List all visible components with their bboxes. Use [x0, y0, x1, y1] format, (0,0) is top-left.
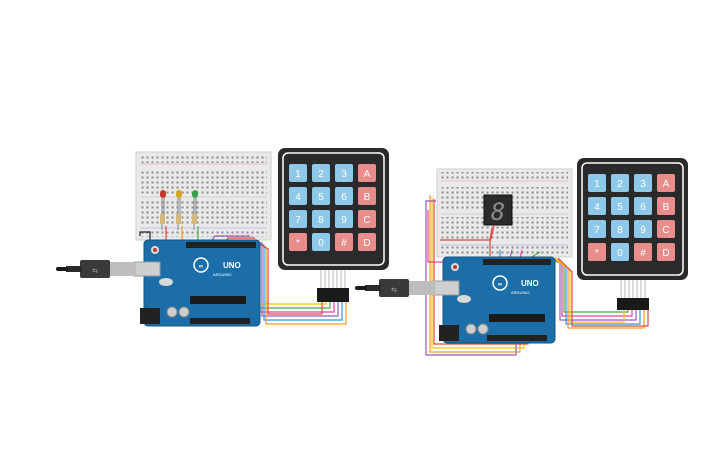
keypad-key-label: A	[364, 169, 371, 180]
keypad-key-label: B	[663, 202, 670, 213]
usb-cable-1[interactable]: ⇆	[56, 260, 161, 278]
keypad-1[interactable]: 1 2 3 A 4 5 6 B 7 8 9 C * 0 # D	[278, 148, 389, 302]
board-brand-text-1: ARDUINO	[213, 272, 231, 277]
keypad-key[interactable]	[289, 164, 307, 182]
keypad-key-label: #	[341, 238, 347, 249]
keypad-key-label: 6	[640, 202, 646, 213]
keypad-key-label: 6	[341, 192, 347, 203]
keypad-key[interactable]	[335, 210, 353, 228]
usb-cable-2[interactable]: ⇆	[355, 279, 460, 297]
keypad-key[interactable]	[312, 187, 330, 205]
wires-2[interactable]	[425, 195, 649, 356]
seven-segment-display[interactable]: 8	[483, 194, 513, 226]
circuit-1: ∞ UNO ARDUINO ⇆ 1 2 3 A 4 5 6 B 7 8 9 C * 0 # D	[56, 148, 389, 327]
keypad-key[interactable]	[588, 197, 606, 215]
keypad-key[interactable]	[335, 164, 353, 182]
keypad-key-label: C	[363, 215, 370, 226]
keypad-2[interactable]: 1 2 3 A 4 5 6 B 7 8 9 C * 0 # D	[577, 158, 688, 310]
keypad-key-label: 2	[318, 169, 324, 180]
keypad-key[interactable]	[611, 220, 629, 238]
keypad-key[interactable]	[657, 174, 675, 192]
keypad-key[interactable]	[358, 210, 376, 228]
arduino-uno-2[interactable]: ∞ UNO ARDUINO	[439, 256, 556, 344]
keypad-key-label: C	[662, 225, 669, 236]
keypad-key[interactable]	[657, 220, 675, 238]
keypad-key-label: 1	[594, 179, 600, 190]
keypad-key[interactable]	[657, 243, 675, 261]
keypad-key[interactable]	[588, 174, 606, 192]
keypad-key-label: D	[662, 248, 669, 259]
keypad-key[interactable]	[634, 243, 652, 261]
keypad-key[interactable]	[312, 233, 330, 251]
keypad-key[interactable]	[358, 187, 376, 205]
board-brand-text-2: ARDUINO	[511, 290, 529, 295]
keypad-key[interactable]	[611, 243, 629, 261]
circuit-2: 8	[355, 158, 688, 356]
keypad-key-label: 8	[617, 225, 623, 236]
keypad-key[interactable]	[588, 243, 606, 261]
keypad-key-label: D	[363, 238, 370, 249]
keypad-key-label: 3	[341, 169, 347, 180]
keypad-key[interactable]	[289, 233, 307, 251]
keypad-key-label: *	[595, 248, 599, 259]
keypad-key-label: #	[640, 248, 646, 259]
keypad-key-label: 9	[640, 225, 646, 236]
seven-segment-digit: 8	[491, 198, 505, 226]
keypad-key-label: B	[364, 192, 371, 203]
board-logo-text-2: UNO	[521, 279, 539, 288]
keypad-key-label: 7	[295, 215, 301, 226]
keypad-key[interactable]	[335, 187, 353, 205]
keypad-key-label: 1	[295, 169, 301, 180]
svg-text:∞: ∞	[199, 264, 203, 270]
keypad-key[interactable]	[657, 197, 675, 215]
keypad-key-label: 0	[318, 238, 324, 249]
keypad-key-label: 9	[341, 215, 347, 226]
keypad-key-label: 5	[617, 202, 623, 213]
keypad-key[interactable]	[335, 233, 353, 251]
keypad-key[interactable]	[289, 187, 307, 205]
resistors-1[interactable]	[160, 214, 197, 224]
keypad-key-label: 4	[594, 202, 600, 213]
keypad-key-label: *	[296, 238, 300, 249]
keypad-key-label: 4	[295, 192, 301, 203]
keypad-key[interactable]	[634, 174, 652, 192]
keypad-key-label: 3	[640, 179, 646, 190]
keypad-key[interactable]	[634, 197, 652, 215]
keypad-key-label: 8	[318, 215, 324, 226]
svg-text:∞: ∞	[498, 282, 502, 288]
keypad-key-label: A	[663, 179, 670, 190]
arduino-uno-1[interactable]: ∞ UNO ARDUINO	[140, 239, 261, 327]
keypad-key[interactable]	[611, 197, 629, 215]
keypad-key[interactable]	[634, 220, 652, 238]
keypad-key[interactable]	[312, 164, 330, 182]
keypad-key-label: 2	[617, 179, 623, 190]
keypad-key[interactable]	[289, 210, 307, 228]
svg-text:⇆: ⇆	[92, 268, 98, 275]
svg-text:⇆: ⇆	[391, 287, 397, 294]
keypad-key[interactable]	[312, 210, 330, 228]
keypad-key-label: 0	[617, 248, 623, 259]
keypad-key[interactable]	[611, 174, 629, 192]
board-logo-text-1: UNO	[223, 261, 241, 270]
keypad-key[interactable]	[588, 220, 606, 238]
keypad-key[interactable]	[358, 233, 376, 251]
breadboard-1[interactable]	[135, 151, 272, 241]
keypad-key[interactable]	[358, 164, 376, 182]
keypad-key-label: 5	[318, 192, 324, 203]
keypad-key-label: 7	[594, 225, 600, 236]
